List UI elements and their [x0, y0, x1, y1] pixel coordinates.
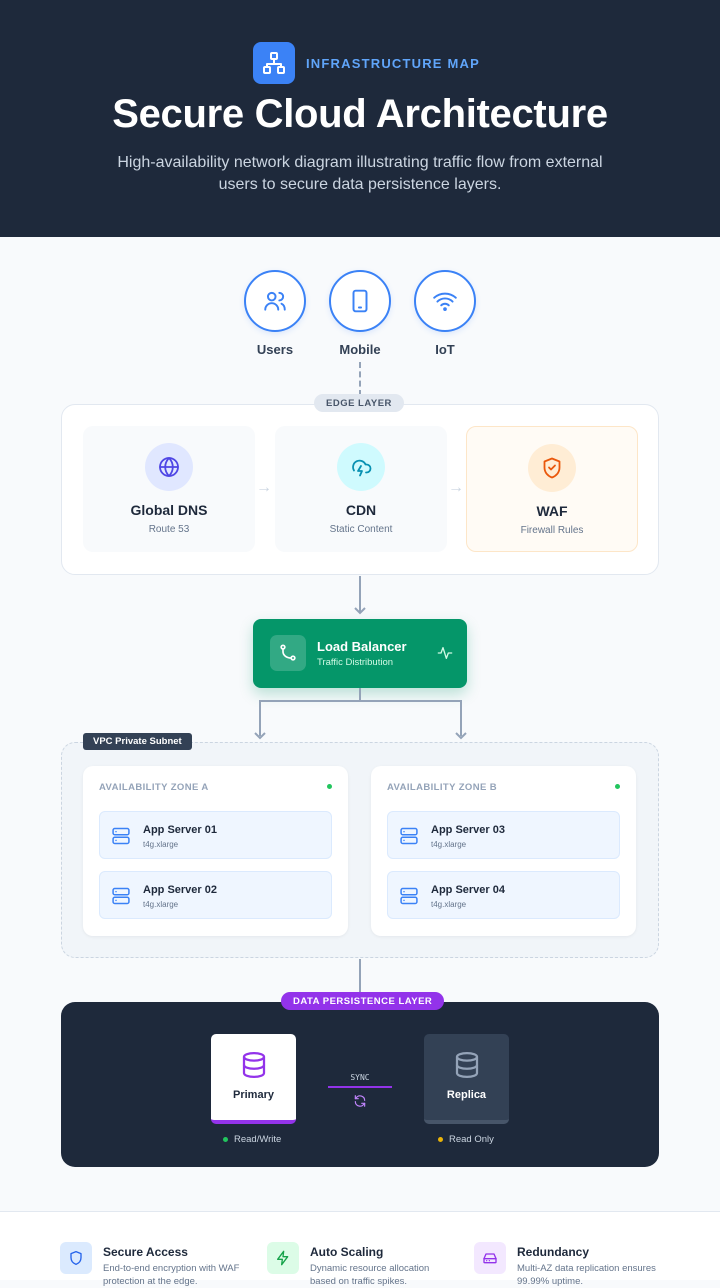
zone-title: AVAILABILITY ZONE B [387, 782, 497, 793]
feature-desc: Multi-AZ data replication ensures 99.99%… [517, 1263, 656, 1287]
status-dot [615, 784, 620, 789]
actor-label: IoT [435, 342, 455, 357]
actor-label: Users [256, 342, 294, 357]
status-dot [327, 784, 332, 789]
smartphone-icon [329, 270, 391, 332]
zap-icon [267, 1242, 299, 1274]
database-icon [211, 1050, 296, 1080]
load-balancer-title: Load Balancer [317, 639, 407, 654]
arrow-down-icon [254, 732, 266, 740]
server-name: App Server 01 [143, 824, 217, 836]
database-icon [424, 1050, 509, 1080]
refresh-icon [354, 1095, 366, 1107]
activity-icon [437, 645, 453, 666]
footer [0, 1211, 720, 1280]
server-name: App Server 04 [431, 884, 505, 896]
server-type: t4g.xlarge [143, 900, 179, 909]
shield-icon [60, 1242, 92, 1274]
server-card[interactable]: App Server 03 t4g.xlarge [387, 811, 620, 859]
zone-title: AVAILABILITY ZONE A [99, 782, 209, 793]
header-badge: INFRASTRUCTURE MAP [253, 42, 480, 84]
arrow-down-icon [354, 607, 366, 615]
connector-vpc-data [359, 959, 361, 995]
cloud-lightning-icon [337, 443, 385, 491]
edge-card-dns[interactable]: Global DNS Route 53 [83, 426, 255, 552]
edge-card-waf[interactable]: WAF Firewall Rules [466, 426, 638, 552]
connector-lb-bar [259, 700, 462, 702]
status-dot [223, 1137, 228, 1142]
server-icon [400, 827, 418, 845]
connector-actors-edge [359, 362, 361, 396]
database-primary[interactable]: Primary [211, 1034, 296, 1124]
arrow-right-icon: → [448, 479, 464, 496]
edge-card-cdn[interactable]: CDN Static Content [275, 426, 447, 552]
hard-drive-icon [474, 1242, 506, 1274]
feature-title: Secure Access [103, 1245, 188, 1259]
server-icon [112, 887, 130, 905]
database-mode-label: Read Only [449, 1134, 494, 1145]
database-mode: Read Only [438, 1134, 494, 1145]
header-kicker: INFRASTRUCTURE MAP [306, 55, 480, 71]
actor-label: Mobile [339, 342, 381, 357]
server-type: t4g.xlarge [431, 900, 467, 909]
edge-card-desc: Firewall Rules [520, 525, 584, 536]
connector-zone-b [460, 700, 462, 736]
connector-edge-lb [359, 576, 361, 612]
edge-layer-label: EDGE LAYER [314, 394, 404, 412]
connector-zone-a [259, 700, 261, 736]
actor-mobile[interactable]: Mobile [328, 270, 392, 357]
database-replica[interactable]: Replica [424, 1034, 509, 1124]
server-card[interactable]: App Server 01 t4g.xlarge [99, 811, 332, 859]
server-card[interactable]: App Server 04 t4g.xlarge [387, 871, 620, 919]
edge-card-desc: Route 53 [148, 524, 190, 535]
server-name: App Server 02 [143, 884, 217, 896]
globe-icon [145, 443, 193, 491]
database-name: Replica [446, 1089, 487, 1101]
edge-card-name: Global DNS [130, 502, 208, 518]
feature-desc: Dynamic resource allocation based on tra… [310, 1263, 430, 1287]
server-card[interactable]: App Server 02 t4g.xlarge [99, 871, 332, 919]
database-name: Primary [233, 1089, 274, 1101]
arrow-down-icon [455, 732, 467, 740]
edge-card-name: CDN [345, 502, 377, 518]
feature-title: Auto Scaling [310, 1245, 384, 1259]
git-merge-icon [270, 635, 306, 671]
data-persistence-layer [61, 1002, 659, 1167]
database-mode: Read/Write [223, 1134, 281, 1145]
availability-zone-a: AVAILABILITY ZONE A App Server 01 t4g.xl… [83, 766, 348, 936]
server-icon [400, 887, 418, 905]
server-type: t4g.xlarge [431, 840, 467, 849]
availability-zone-b: AVAILABILITY ZONE B App Server 03 t4g.xl… [371, 766, 636, 936]
page-title: Secure Cloud Architecture [112, 92, 608, 136]
wifi-icon [414, 270, 476, 332]
feature-title: Redundancy [517, 1245, 590, 1259]
server-icon [112, 827, 130, 845]
users-icon [244, 270, 306, 332]
data-layer-label: DATA PERSISTENCE LAYER [281, 992, 445, 1010]
edge-card-name: WAF [536, 503, 568, 519]
server-type: t4g.xlarge [143, 840, 179, 849]
connector-lb-split [359, 688, 361, 702]
actor-iot[interactable]: IoT [413, 270, 477, 357]
sync-label: SYNC [350, 1073, 370, 1082]
server-name: App Server 03 [431, 824, 505, 836]
network-icon [253, 42, 295, 84]
arrow-right-icon: → [256, 479, 272, 496]
status-dot [438, 1137, 443, 1142]
load-balancer-subtitle: Traffic Distribution [317, 657, 394, 668]
sync-connector [328, 1086, 392, 1088]
load-balancer[interactable]: Load Balancer Traffic Distribution [253, 619, 467, 688]
database-mode-label: Read/Write [234, 1134, 282, 1145]
page-subtitle: High-availability network diagram illust… [117, 154, 603, 193]
feature-desc: End-to-end encryption with WAF protectio… [103, 1263, 240, 1287]
header: INFRASTRUCTURE MAP Secure Cloud Architec… [0, 0, 720, 237]
actor-users[interactable]: Users [243, 270, 307, 357]
vpc-label: VPC Private Subnet [83, 733, 192, 750]
edge-card-desc: Static Content [329, 524, 393, 535]
shield-icon [528, 444, 576, 492]
